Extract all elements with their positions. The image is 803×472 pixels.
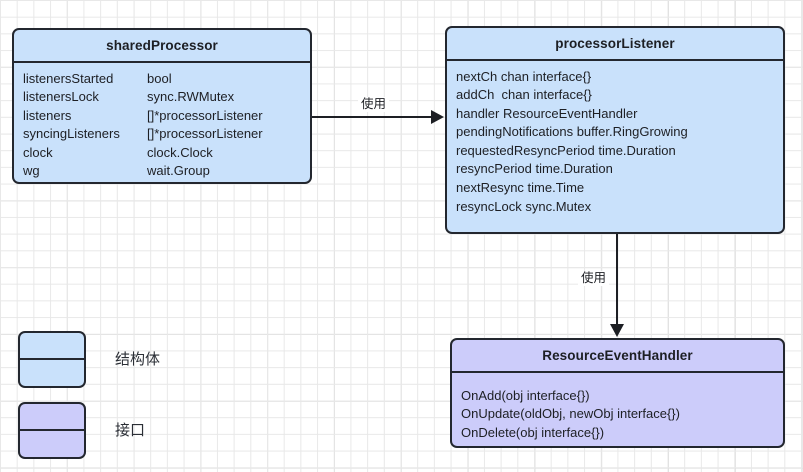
field-type: clock.Clock	[147, 144, 213, 160]
field-type: wait.Group	[147, 163, 210, 179]
legend-swatch-header	[20, 333, 84, 360]
field-name: nextResync	[456, 180, 524, 196]
field-row: listenersStarted bool	[23, 70, 310, 89]
class-box-resource-event-handler[interactable]: ResourceEventHandler OnAdd(obj interface…	[450, 338, 785, 448]
field-name: listenersLock	[23, 89, 99, 105]
field-row: nextResync time.Time	[456, 179, 783, 198]
connector-label-shared-to-listener: 使用	[358, 97, 390, 112]
field-type: []*processorListener	[147, 107, 263, 123]
legend-swatch-body	[20, 360, 84, 387]
field-row: clock clock.Clock	[23, 144, 310, 163]
field-type: chan interface{}	[500, 68, 592, 84]
class-body-processor-listener: nextCh chan interface{} addCh chan inter…	[447, 61, 783, 223]
field-type: sync.RWMutex	[147, 89, 235, 105]
class-box-shared-processor[interactable]: sharedProcessor listenersStarted bool lis…	[12, 28, 312, 184]
legend-label-struct: 结构体	[115, 350, 161, 368]
class-title-resource-event-handler: ResourceEventHandler	[452, 340, 783, 373]
field-row: syncingListeners []*processorListener	[23, 125, 310, 144]
field-type: []*processorListener	[147, 126, 263, 142]
field-type: sync.Mutex	[525, 198, 592, 214]
field-type: bool	[147, 70, 172, 86]
field-row: nextCh chan interface{}	[456, 68, 783, 87]
field-row: wg wait.Group	[23, 162, 310, 181]
connector-line-shared-to-listener	[312, 116, 432, 118]
field-type: time.Duration	[598, 142, 676, 158]
legend-label-interface: 接口	[115, 421, 146, 439]
field-row: requestedResyncPeriod time.Duration	[456, 142, 783, 161]
field-name: wg	[23, 163, 40, 179]
field-name: handler	[456, 105, 500, 121]
field-name: addCh	[456, 87, 495, 103]
legend-swatch-struct	[18, 331, 86, 388]
class-title-processor-listener: processorListener	[447, 28, 783, 61]
arrow-head-listener-to-handler	[610, 324, 624, 337]
field-type: time.Duration	[535, 161, 613, 177]
field-type: ResourceEventHandler	[503, 105, 638, 121]
class-title-shared-processor: sharedProcessor	[14, 30, 310, 63]
field-row: resyncLock sync.Mutex	[456, 198, 783, 217]
field-row: resyncPeriod time.Duration	[456, 160, 783, 179]
field-name: listenersStarted	[23, 70, 114, 86]
legend-swatch-header	[20, 404, 84, 431]
field-row: listenersLock sync.RWMutex	[23, 88, 310, 107]
class-box-processor-listener[interactable]: processorListener nextCh chan interface{…	[445, 26, 785, 234]
connector-label-listener-to-handler: 使用	[578, 271, 610, 286]
method-row: OnAdd(obj interface{})	[461, 387, 590, 403]
field-row: addCh chan interface{}	[456, 86, 783, 105]
method-row: OnUpdate(oldObj, newObj interface{})	[461, 406, 680, 422]
field-row: pendingNotifications buffer.RingGrowing	[456, 123, 783, 142]
field-name: resyncPeriod	[456, 161, 532, 177]
legend-swatch-interface	[18, 402, 86, 459]
method-row: OnDelete(obj interface{})	[461, 424, 605, 440]
field-type: time.Time	[527, 180, 585, 196]
class-body-resource-event-handler: OnAdd(obj interface{}) OnUpdate(oldObj, …	[452, 373, 783, 447]
field-name: pendingNotifications	[456, 124, 574, 140]
class-body-shared-processor: listenersStarted bool listenersLock sync.R…	[14, 63, 310, 183]
field-row: listeners []*processorListener	[23, 107, 310, 126]
field-name: requestedResyncPeriod	[456, 142, 595, 158]
arrow-head-shared-to-listener	[431, 110, 444, 124]
field-name: clock	[23, 144, 53, 160]
field-name: nextCh	[456, 68, 498, 84]
connector-line-listener-to-handler	[616, 234, 618, 325]
legend-swatch-body	[20, 431, 84, 458]
field-type: buffer.RingGrowing	[576, 124, 688, 140]
field-name: listeners	[23, 107, 72, 123]
field-type: chan interface{}	[501, 87, 592, 103]
field-name: resyncLock	[456, 198, 522, 214]
field-name: syncingListeners	[23, 126, 120, 142]
field-row: handler ResourceEventHandler	[456, 105, 783, 124]
